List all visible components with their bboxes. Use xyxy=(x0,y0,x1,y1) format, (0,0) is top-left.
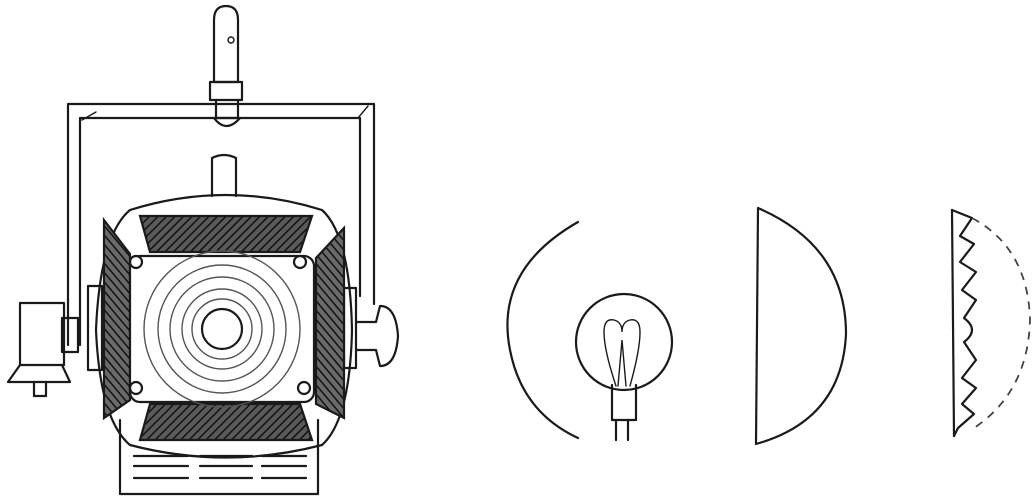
left-tilt-knob xyxy=(8,303,78,396)
bulb-icon xyxy=(576,294,672,440)
reflector-arc-icon xyxy=(507,222,578,438)
spotlight-icon xyxy=(8,6,398,494)
barn-door-top xyxy=(140,216,312,252)
housing-top-knob xyxy=(212,155,236,196)
spigot xyxy=(210,6,242,126)
barn-door-right xyxy=(316,228,344,418)
barn-door-left xyxy=(104,220,130,418)
barn-door-bottom xyxy=(140,404,312,440)
fresnel-front-lens xyxy=(130,251,314,407)
fresnel-lens-icon xyxy=(952,210,1030,436)
lens-icon xyxy=(756,208,846,444)
